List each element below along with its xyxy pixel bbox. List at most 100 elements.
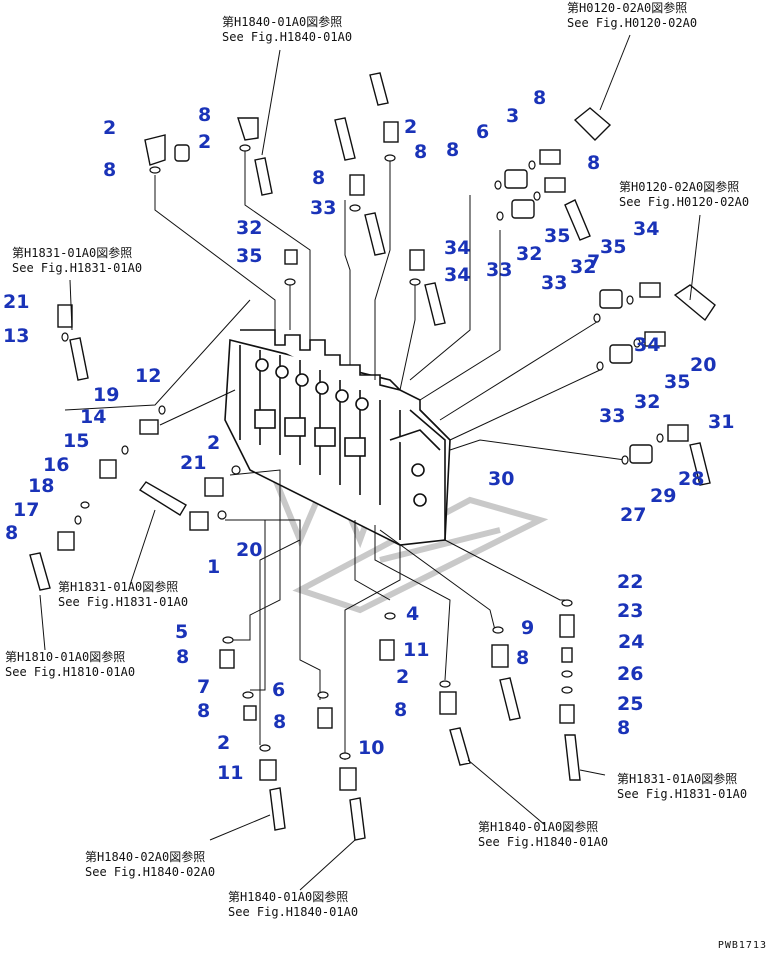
part-callout: 35	[664, 371, 691, 393]
part-callout: 34	[634, 334, 661, 356]
figure-reference-jp: 第H1840-01A0図参照	[228, 890, 349, 904]
part-callout: 33	[541, 272, 568, 294]
part-callout: 8	[273, 711, 287, 733]
part-callout: 8	[516, 647, 530, 669]
part-callout: 25	[617, 693, 644, 715]
part-callout: 34	[444, 264, 471, 286]
part-callout: 32	[516, 243, 543, 265]
part-callout: 12	[135, 365, 162, 387]
part-callout: 4	[406, 603, 420, 625]
part-callout: 35	[600, 236, 627, 258]
part-callout: 8	[198, 104, 212, 126]
part-callout: 23	[617, 600, 644, 622]
part-callout: 13	[3, 325, 30, 347]
figure-reference-jp: 第H1831-01A0図参照	[12, 246, 133, 260]
part-callout: 35	[544, 225, 571, 247]
part-callout: 2	[103, 117, 117, 139]
part-callout: 1	[207, 556, 221, 578]
part-callout: 6	[272, 679, 286, 701]
part-callout: 33	[486, 259, 513, 281]
part-callout: 8	[394, 699, 408, 721]
control-valve-body	[224, 329, 451, 546]
part-callout: 2	[198, 131, 212, 153]
part-callout: 8	[197, 700, 211, 722]
part-callout: 32	[570, 256, 597, 278]
figure-reference-en: See Fig.H1810-01A0	[5, 665, 136, 679]
part-callout: 20	[690, 354, 717, 376]
part-callout: 2	[217, 732, 231, 754]
part-callout: 11	[217, 762, 244, 784]
part-callout: 24	[618, 631, 645, 653]
figure-reference-en: See Fig.H1840-01A0	[478, 835, 609, 849]
figure-reference-jp: 第H1840-01A0図参照	[222, 15, 343, 29]
part-callout: 8	[446, 139, 460, 161]
figure-reference-en: See Fig.H0120-02A0	[619, 195, 750, 209]
hose-ends	[29, 72, 716, 841]
part-callout: 28	[678, 468, 705, 490]
figure-reference-jp: 第H1840-02A0図参照	[85, 850, 206, 864]
part-callout: 10	[358, 737, 385, 759]
reference-arrows	[39, 34, 701, 891]
figure-reference-jp: 第H0120-02A0図参照	[619, 180, 740, 194]
part-callout: 8	[5, 522, 19, 544]
o-rings	[61, 144, 664, 760]
part-callout: 33	[310, 197, 337, 219]
part-callout: 8	[176, 646, 190, 668]
part-callout: 17	[13, 499, 40, 521]
part-callout: 27	[620, 504, 647, 526]
figure-reference-en: See Fig.H1840-01A0	[222, 30, 353, 44]
part-callout: 15	[63, 430, 90, 452]
part-callout: 32	[634, 391, 661, 413]
part-callout: 31	[708, 411, 735, 433]
part-callout: 8	[587, 152, 601, 174]
figure-reference-jp: 第H1810-01A0図参照	[5, 650, 126, 664]
figure-reference-en: See Fig.H1840-02A0	[85, 865, 216, 879]
drawing-code: PWB1713	[717, 940, 767, 951]
part-callout: 22	[617, 571, 644, 593]
part-callout: 21	[180, 452, 207, 474]
fittings	[57, 117, 689, 791]
part-callout: 30	[488, 468, 515, 490]
part-callout: 34	[444, 237, 471, 259]
part-callout: 32	[236, 217, 263, 239]
leader-lines	[64, 150, 626, 760]
figure-reference-jp: 第H1831-01A0図参照	[617, 772, 738, 786]
part-callout: 26	[617, 663, 644, 685]
part-callout: 21	[3, 291, 30, 313]
part-callout: 19	[93, 384, 120, 406]
figure-reference-en: See Fig.H0120-02A0	[567, 16, 698, 30]
part-callout: 35	[236, 245, 263, 267]
part-callout: 8	[103, 159, 117, 181]
part-callout: 33	[599, 405, 626, 427]
part-callout: 2	[404, 116, 418, 138]
figure-reference-jp: 第H0120-02A0図参照	[567, 1, 688, 15]
part-callout: 20	[236, 539, 263, 561]
part-callout: 34	[633, 218, 660, 240]
figure-reference-jp: 第H1840-01A0図参照	[478, 820, 599, 834]
part-callout: 3	[506, 105, 520, 127]
part-callout: 8	[312, 167, 326, 189]
part-callout: 5	[175, 621, 189, 643]
part-callout: 8	[617, 717, 631, 739]
figure-reference-en: See Fig.H1831-01A0	[58, 595, 189, 609]
part-callout: 29	[650, 485, 677, 507]
part-callout: 8	[414, 141, 428, 163]
figure-reference-en: See Fig.H1840-01A0	[228, 905, 359, 919]
part-callout: 16	[43, 454, 70, 476]
part-callout: 2	[207, 432, 221, 454]
part-callout: 6	[476, 121, 490, 143]
figure-reference-jp: 第H1831-01A0図参照	[58, 580, 179, 594]
part-callout: 9	[521, 617, 535, 639]
